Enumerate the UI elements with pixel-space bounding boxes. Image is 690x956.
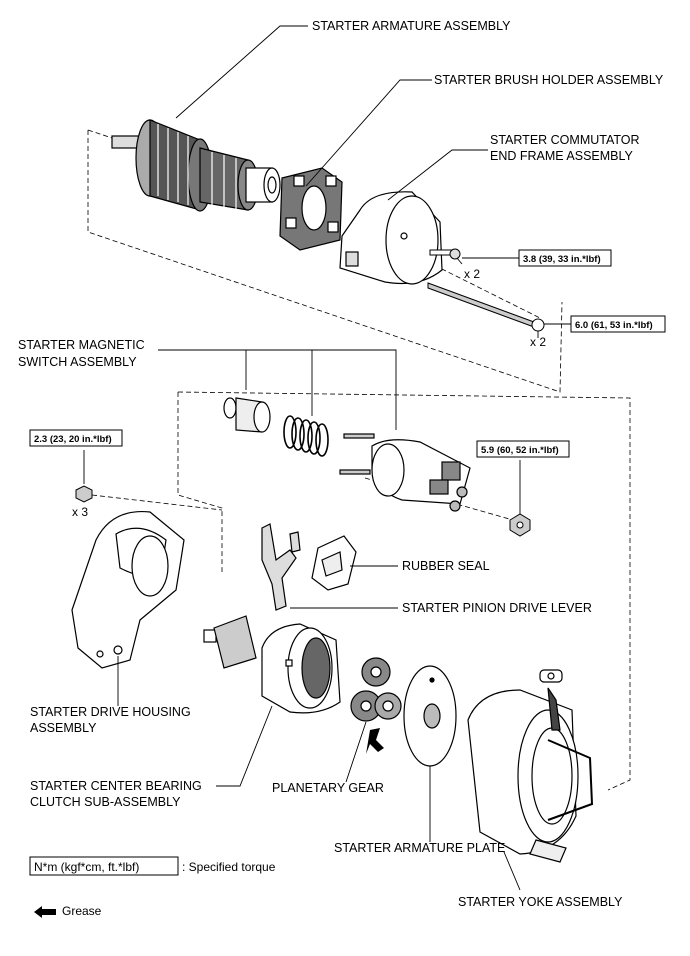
torque-value-4: 5.9 (60, 52 in.*lbf) (481, 445, 559, 456)
quantity-1: x 2 (464, 267, 480, 281)
label-rubber-seal: RUBBER SEAL (402, 559, 490, 573)
center-bearing-clutch (203, 615, 341, 714)
label-commutator-line2: END FRAME ASSEMBLY (490, 149, 634, 163)
label-pinion-drive-lever: STARTER PINION DRIVE LEVER (402, 601, 592, 615)
label-commutator-line1: STARTER COMMUTATOR (490, 133, 640, 147)
legend-unit-text: : Specified torque (182, 860, 276, 874)
quantity-3: x 3 (72, 505, 88, 519)
rubber-seal (311, 535, 357, 591)
label-planetary-gear: PLANETARY GEAR (272, 781, 384, 795)
legend-grease-arrow-icon (34, 906, 56, 918)
yoke-assembly (467, 669, 594, 863)
torque-boxes (29, 249, 666, 876)
label-yoke-assembly: STARTER YOKE ASSEMBLY (458, 895, 623, 909)
return-spring (283, 415, 329, 457)
armature-assembly (111, 119, 281, 212)
label-drive-housing-line2: ASSEMBLY (30, 721, 97, 735)
bolts-upper (427, 248, 545, 332)
label-brush-holder: STARTER BRUSH HOLDER ASSEMBLY (434, 73, 664, 87)
pinion-drive-lever (261, 523, 301, 611)
leader-lines (83, 25, 539, 891)
legend-unit-box: N*m (kgf*cm, ft.*lbf) (34, 860, 139, 874)
label-center-bearing-line1: STARTER CENTER BEARING (30, 779, 202, 793)
brush-holder-assembly (279, 167, 343, 251)
label-magnetic-switch-line1: STARTER MAGNETIC (18, 338, 145, 352)
label-armature-assembly: STARTER ARMATURE ASSEMBLY (312, 19, 511, 33)
quantity-2: x 2 (530, 335, 546, 349)
label-magnetic-switch-line2: SWITCH ASSEMBLY (18, 355, 137, 369)
torque-value-3: 2.3 (23, 20 in.*lbf) (34, 434, 112, 445)
legend-grease-text: Grease (62, 904, 102, 918)
torque-value-2: 6.0 (61, 53 in.*lbf) (575, 320, 653, 331)
label-drive-housing-line1: STARTER DRIVE HOUSING (30, 705, 191, 719)
commutator-end-frame (339, 191, 443, 285)
label-armature-plate: STARTER ARMATURE PLATE (334, 841, 505, 855)
grease-arrow-icon (366, 728, 384, 754)
armature-plate (403, 665, 457, 767)
label-center-bearing-line2: CLUTCH SUB-ASSEMBLY (30, 795, 181, 809)
plunger (223, 397, 271, 433)
magnetic-switch-body (339, 433, 471, 512)
drive-housing-assembly (71, 510, 185, 669)
nuts (75, 485, 531, 537)
torque-connectors (462, 257, 571, 325)
planetary-gears (350, 657, 402, 722)
torque-value-1: 3.8 (39, 33 in.*lbf) (523, 254, 601, 265)
